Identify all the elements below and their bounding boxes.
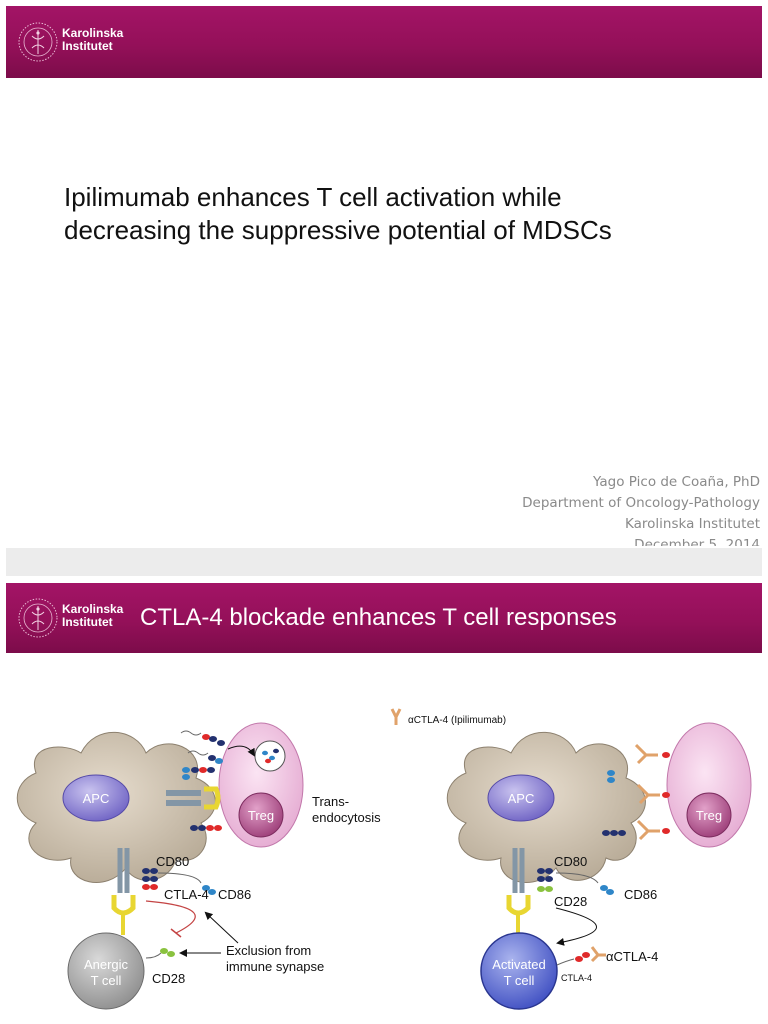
- exclusion-label-2: immune synapse: [226, 959, 324, 974]
- apc-treg-contacts: [166, 767, 222, 831]
- activated-tcell: [480, 932, 558, 1010]
- activation-arrow: [555, 907, 597, 946]
- endocytic-vesicle: [254, 740, 286, 772]
- ki-logo: Karolinska Institutet: [16, 20, 156, 64]
- logo-text: Karolinska Institutet: [62, 27, 123, 53]
- exclusion-label-1: Exclusion from: [226, 943, 311, 958]
- treg-label-left: Treg: [248, 808, 274, 823]
- ki-seal-icon: [18, 598, 58, 638]
- ctla4-slide: Karolinska Institutet CTLA-4 blockade en…: [6, 583, 762, 1024]
- ctla4-label-left: CTLA-4: [164, 887, 209, 902]
- antibody-icon: [390, 708, 402, 725]
- actla4-label-right: αCTLA-4: [606, 949, 658, 964]
- header-bar: Karolinska Institutet: [6, 6, 762, 78]
- department: Department of Oncology-Pathology: [522, 495, 760, 511]
- treg-nucleus-right: [686, 792, 732, 838]
- slide-title: Ipilimumab enhances T cell activation wh…: [64, 181, 724, 247]
- anergic-tcell-label-1: Anergic: [84, 957, 129, 972]
- author-name: Yago Pico de Coaña, PhD: [593, 474, 760, 490]
- cd86-label-right: CD86: [624, 887, 657, 902]
- logo-line-1: Karolinska: [62, 26, 124, 40]
- ctla4-mechanism-figure: APC Treg: [6, 703, 762, 1024]
- header-bar: Karolinska Institutet CTLA-4 blockade en…: [6, 583, 762, 653]
- cd86-label-left: CD86: [218, 887, 251, 902]
- ki-logo: Karolinska Institutet: [16, 596, 156, 640]
- logo-text: Karolinska Institutet: [62, 603, 123, 629]
- treg-nucleus-left: [238, 792, 284, 838]
- anergic-tcell-label-2: T cell: [91, 973, 122, 988]
- anergic-tcell: [67, 932, 145, 1010]
- right-panel: αCTLA-4 (Ipilimumab) APC Treg: [390, 708, 752, 1010]
- ki-seal-icon: [18, 22, 58, 62]
- apc-label-right: APC: [508, 791, 535, 806]
- presentation-date: December 5, 2014: [634, 537, 760, 546]
- apc-nucleus-left: [62, 774, 130, 822]
- activated-tcell-label-1: Activated: [492, 957, 545, 972]
- slide-separator: [6, 548, 762, 576]
- mechanism-diagram: APC Treg: [16, 708, 752, 1010]
- title-slide: Karolinska Institutet Ipilimumab enhance…: [6, 6, 762, 546]
- slide-title: CTLA-4 blockade enhances T cell response…: [140, 604, 617, 631]
- author-block: Yago Pico de Coaña, PhD Department of On…: [522, 472, 760, 546]
- cd28-label-left: CD28: [152, 971, 185, 986]
- activated-tcell-label-2: T cell: [504, 973, 535, 988]
- apc-nucleus-right: [487, 774, 555, 822]
- logo-line-1: Karolinska: [62, 602, 124, 616]
- treg-label-right: Treg: [696, 808, 722, 823]
- blocked-ctla4-treg: [602, 743, 670, 841]
- trans-endocytosis-label-1: Trans-: [312, 794, 349, 809]
- ctla4-small-label-right: CTLA-4: [561, 973, 592, 983]
- logo-line-2: Institutet: [62, 39, 113, 53]
- antibody-legend: αCTLA-4 (Ipilimumab): [390, 708, 506, 726]
- legend-label: αCTLA-4 (Ipilimumab): [408, 715, 506, 726]
- institution: Karolinska Institutet: [625, 516, 760, 532]
- logo-line-2: Institutet: [62, 615, 113, 629]
- cd80-label-right: CD80: [554, 854, 587, 869]
- inhibition-arc: [145, 900, 196, 934]
- cd28-label-right: CD28: [554, 894, 587, 909]
- trans-endocytosis-label-2: endocytosis: [312, 810, 381, 825]
- cd80-label-left: CD80: [156, 854, 189, 869]
- slide-title-line-2: decreasing the suppressive potential of …: [64, 215, 612, 245]
- apc-label-left: APC: [83, 791, 110, 806]
- slide-title-line-1: Ipilimumab enhances T cell activation wh…: [64, 182, 562, 212]
- left-panel: APC Treg: [16, 722, 381, 1010]
